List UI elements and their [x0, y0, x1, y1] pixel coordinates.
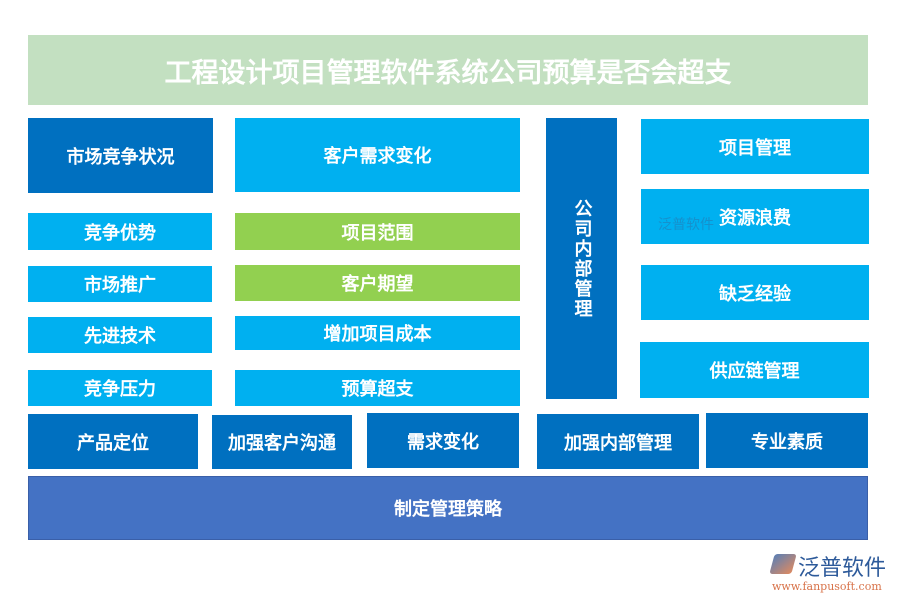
internal-management-header: 公司内部管理 [546, 118, 617, 399]
right-item: 供应链管理 [640, 342, 869, 398]
bottom-item: 需求变化 [367, 413, 519, 468]
bottom-item: 专业素质 [706, 413, 868, 468]
left-item: 竞争压力 [28, 370, 212, 406]
bottom-item: 加强客户沟通 [212, 415, 352, 469]
watermark: 泛普软件 [658, 217, 714, 233]
market-competition-header: 市场竞争状况 [28, 118, 213, 193]
bottom-item: 加强内部管理 [537, 414, 699, 469]
customer-demand-header: 客户需求变化 [235, 118, 520, 192]
right-item: 项目管理 [641, 119, 869, 174]
fanpu-logo: 泛普软件 www.fanpusoft.com [769, 550, 895, 595]
bottom-item: 产品定位 [28, 414, 198, 469]
right-item: 缺乏经验 [641, 265, 869, 320]
right-item: 资源浪费 [641, 189, 869, 244]
strategy-bar: 制定管理策略 [28, 476, 868, 540]
diagram-title: 工程设计项目管理软件系统公司预算是否会超支 [28, 35, 868, 105]
middle-item: 增加项目成本 [235, 316, 520, 350]
left-item: 先进技术 [28, 317, 212, 353]
logo-url: www.fanpusoft.com [772, 580, 882, 593]
middle-item: 客户期望 [235, 265, 520, 301]
middle-item: 项目范围 [235, 213, 520, 250]
logo-mark-icon [769, 554, 797, 574]
middle-item: 预算超支 [235, 370, 520, 406]
left-item: 竞争优势 [28, 213, 212, 250]
left-item: 市场推广 [28, 266, 212, 302]
logo-name: 泛普软件 [798, 556, 887, 581]
